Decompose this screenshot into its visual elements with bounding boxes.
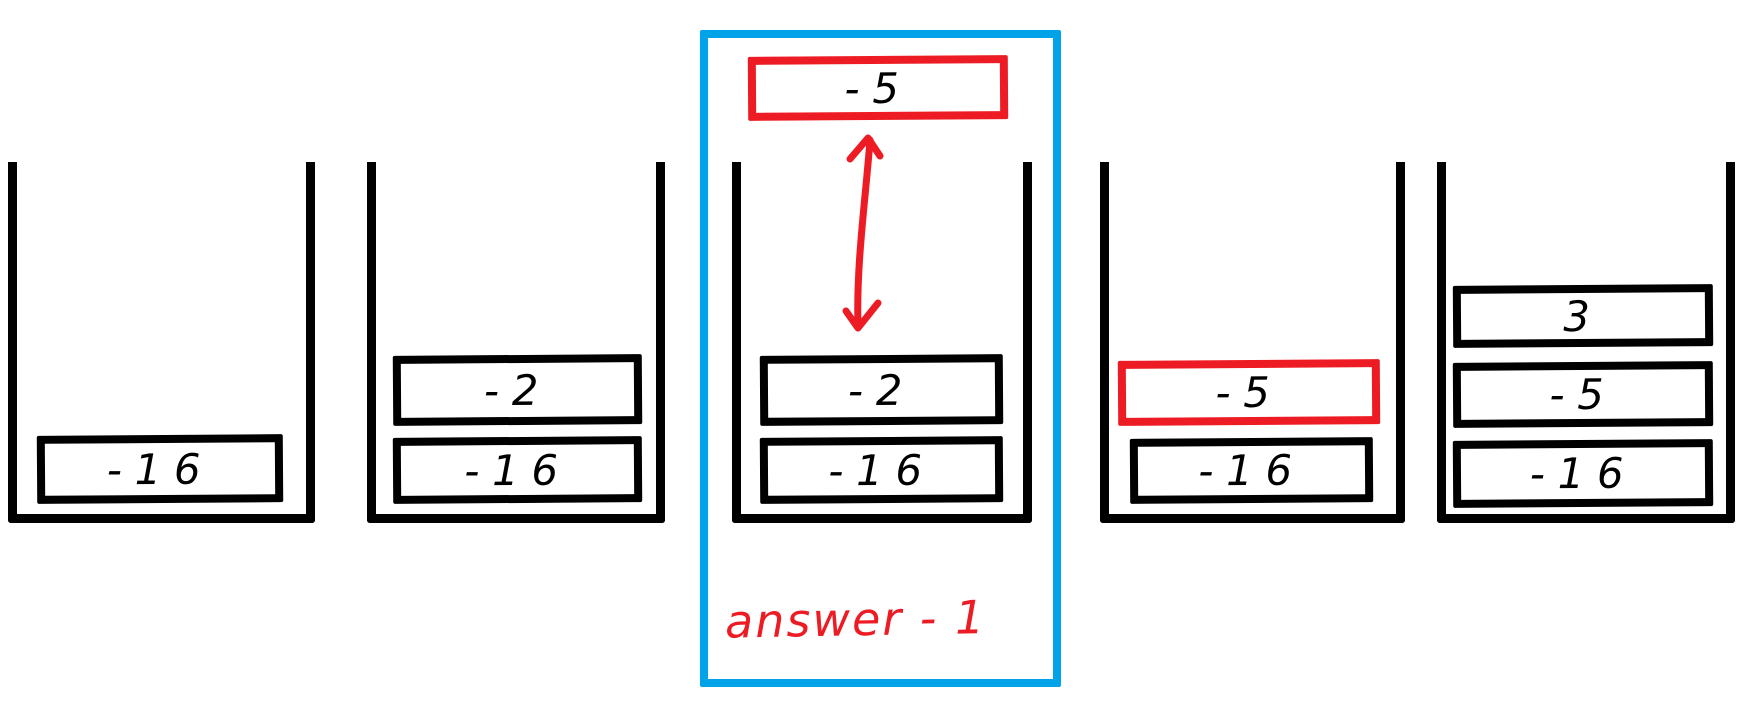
stack-4: [1100, 162, 1405, 523]
stack-3-item-1: -2: [759, 354, 1004, 426]
stack-1-item-0: -16: [36, 434, 284, 504]
stack-5-item-0: -16: [1452, 439, 1714, 508]
stack-1: [8, 162, 315, 523]
answer-label: answer - 1: [724, 590, 987, 649]
double-headed-arrow-icon: [842, 134, 884, 332]
stack-2-item-0: -16: [392, 436, 643, 504]
answer-selection-frame: [700, 30, 1061, 687]
stack-5: [1437, 162, 1735, 523]
stack-3: [732, 162, 1032, 523]
stack-2-item-1: -2: [392, 354, 643, 426]
stack-3-item-0: -16: [759, 436, 1004, 504]
stack-5-item-2: 3: [1452, 284, 1714, 348]
stack-4-item-0: -16: [1129, 437, 1374, 504]
stack-3-floating-item: -5: [747, 55, 1009, 121]
stack-5-item-1: -5: [1452, 361, 1714, 428]
stack-4-item-1: -5: [1117, 359, 1381, 426]
stack-2: [367, 162, 665, 523]
